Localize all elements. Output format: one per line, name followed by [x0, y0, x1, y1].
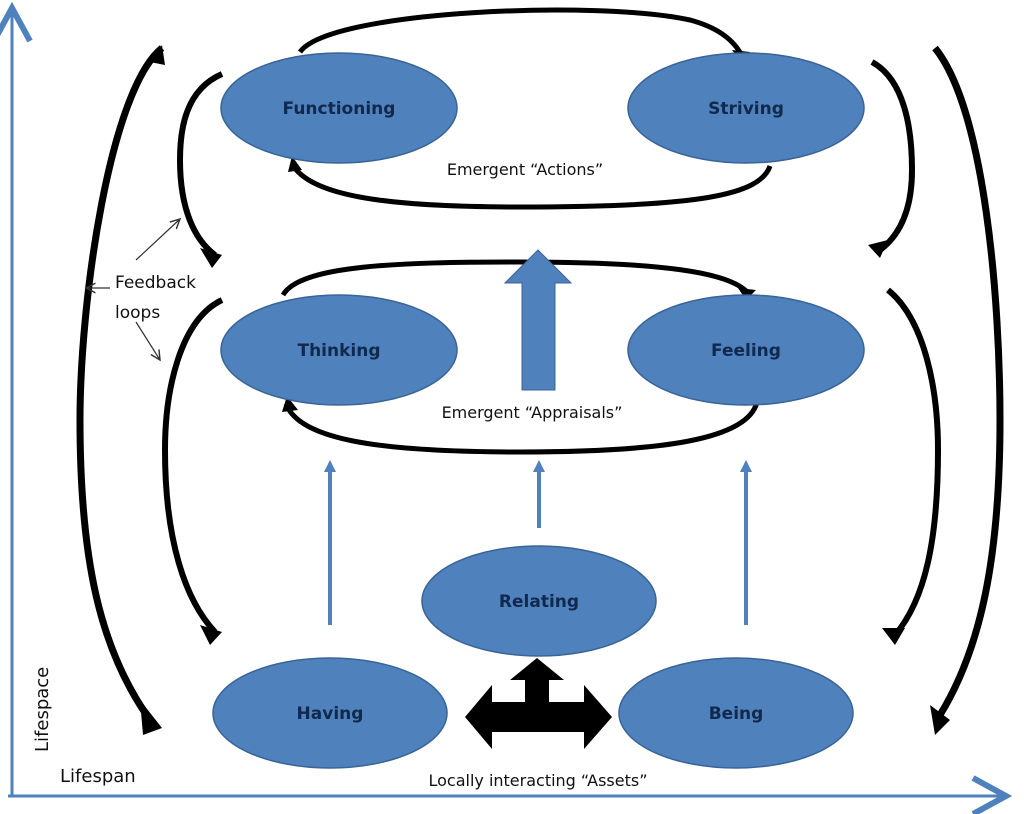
emergence-arrow-large [503, 249, 573, 391]
lifespace-label: Lifespace [32, 667, 53, 752]
outer-feedback-loop-right-head [930, 705, 950, 735]
feedback-loop-upper-right-head [868, 240, 888, 258]
feedback-loop-lower-right [886, 287, 942, 637]
node-feeling: Feeling [627, 294, 865, 406]
node-striving: Striving [627, 52, 865, 164]
feedback-loop-lower-left-head [200, 625, 222, 645]
node-being: Being [618, 657, 854, 769]
outer-feedback-loop-left [76, 45, 165, 723]
caption-locally-interacting-assets: Locally interacting “Assets” [428, 771, 647, 790]
feedback-loop-lower-left [161, 297, 224, 635]
actions-loop-bottom [289, 162, 773, 210]
appraisals-loop-bottom [283, 401, 760, 455]
feedback-loop-upper-left-head [200, 248, 222, 268]
feedback-label-line1: Feedback [115, 273, 196, 293]
actions-loop-top [297, 7, 745, 58]
node-functioning: Functioning [220, 52, 458, 164]
node-having: Having [212, 657, 448, 769]
feedback-pointer-up [135, 219, 180, 261]
caption-emergent-appraisals: Emergent “Appraisals” [442, 403, 623, 422]
svg-text:Being: Being [709, 704, 764, 724]
svg-text:Striving: Striving [708, 99, 784, 119]
feedback-loop-upper-left [176, 71, 224, 258]
lifespan-label: Lifespan [60, 766, 136, 787]
appraisals-loop-top [280, 259, 750, 297]
outer-feedback-loop-right [932, 45, 1004, 717]
svg-text:Thinking: Thinking [297, 341, 380, 361]
feedback-loop-lower-right-head [882, 628, 905, 645]
feedback-loop-upper-right [870, 59, 916, 253]
feedback-pointer-down [135, 321, 160, 360]
caption-emergent-actions: Emergent “Actions” [447, 160, 603, 179]
svg-text:Feeling: Feeling [711, 341, 781, 361]
svg-text:Functioning: Functioning [283, 99, 396, 119]
feedback-label-line2: loops [115, 303, 160, 323]
svg-text:Having: Having [297, 704, 364, 724]
asset-interaction-arrow [465, 658, 612, 749]
node-thinking: Thinking [220, 294, 458, 406]
outer-feedback-loop-left-head [140, 700, 162, 735]
svg-text:Relating: Relating [499, 592, 579, 612]
node-relating: Relating [421, 545, 657, 657]
